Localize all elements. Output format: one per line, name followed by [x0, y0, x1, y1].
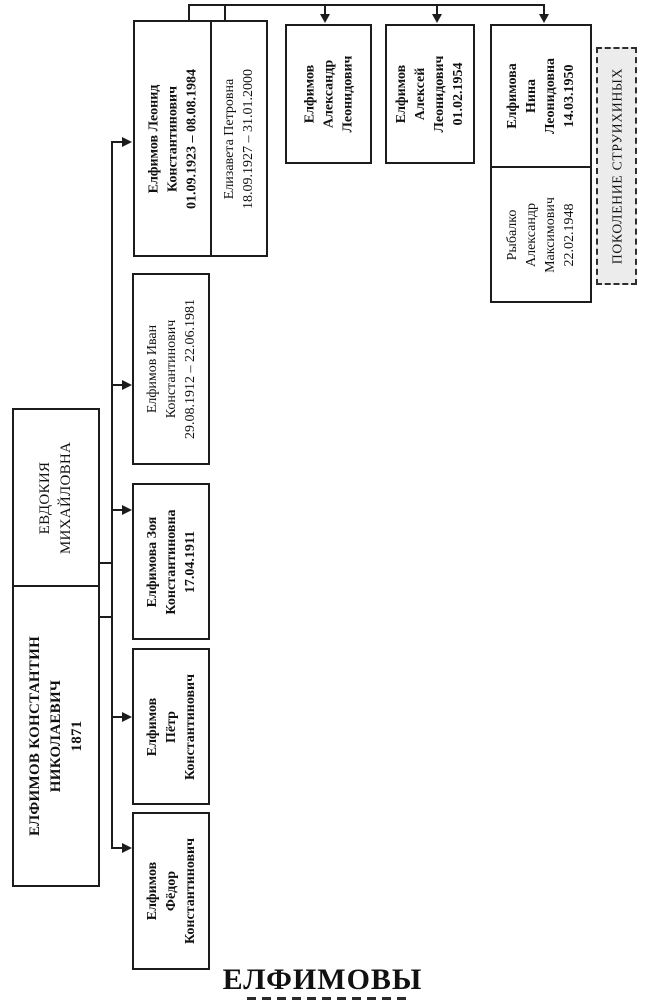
- family-title: ЕЛФИМОВЫ: [222, 963, 423, 996]
- connector-branch-leonid: [111, 141, 123, 143]
- generation-note-label: ПОКОЛЕНИЕ СТРУИХИНЫХ: [608, 67, 624, 265]
- generation-note-box: ПОКОЛЕНИЕ СТРУИХИНЫХ: [596, 47, 637, 285]
- person-name-rybalko: Рыбалко Александр Максимович 22.02.1948: [505, 196, 577, 273]
- person-name-leonid: Елфимов Леонид Константинович 01.09.1923…: [146, 68, 199, 209]
- couple-box-leonid-elizaveta: Елфимов Леонид Константинович 01.09.1923…: [133, 20, 268, 257]
- arrowhead-right-fyodor-icon: [122, 843, 132, 853]
- person-name-nina: Елфимова Нина Леонидовна 14.03.1950: [505, 57, 577, 135]
- person-box-elizaveta: Елизавета Петровна 18.09.1927 – 31.01.20…: [210, 22, 266, 255]
- cut-off-text-sliver: [247, 997, 407, 1000]
- connector-marriage-stub-konstantin: [100, 616, 113, 618]
- person-name-pyotr: Елфимов Пётр Константинович: [144, 673, 198, 780]
- connector-branch-zoya: [111, 509, 123, 511]
- connector-branch-pyotr: [111, 716, 123, 718]
- person-box-konstantin: ЕЛФИМОВ КОНСТАНТИН НИКОЛАЕВИЧ 1871: [12, 585, 100, 887]
- arrowhead-right-leonid-icon: [122, 137, 132, 147]
- connector-drop-alexandr: [324, 4, 326, 15]
- arrowhead-right-pyotr-icon: [122, 712, 132, 722]
- person-box-alexey: Елфимов Алексей Леонидович 01.02.1954: [385, 24, 475, 164]
- person-name-zoya: Елфимова Зоя Константиновна 17.04.1911: [144, 508, 198, 615]
- person-box-ivan: Елфимов Иван Константинович 29.08.1912 –…: [132, 273, 210, 465]
- person-box-zoya: Елфимова Зоя Константиновна 17.04.1911: [132, 483, 210, 640]
- person-box-pyotr: Елфимов Пётр Константинович: [132, 648, 210, 805]
- person-box-leonid: Елфимов Леонид Константинович 01.09.1923…: [135, 22, 210, 255]
- connector-top-stub-elizaveta: [224, 4, 226, 20]
- person-box-fyodor: Елфимов Фёдор Константинович: [132, 812, 210, 970]
- person-name-alexey: Елфимов Алексей Леонидович 01.02.1954: [394, 55, 466, 133]
- person-name-alexandr: Елфимов Александр Леонидович: [302, 55, 355, 133]
- person-name-ivan: Елфимов Иван Константинович 29.08.1912 –…: [144, 299, 198, 439]
- connector-drop-nina: [543, 4, 545, 15]
- person-box-evdokia: ЕВДОКИЯ МИХАЙЛОВНА: [12, 408, 100, 585]
- connector-trunk-vertical: [111, 141, 113, 849]
- person-box-nina: Елфимова Нина Леонидовна 14.03.1950: [492, 26, 590, 166]
- couple-box-nina-rybalko: Елфимова Нина Леонидовна 14.03.1950 Рыба…: [490, 24, 592, 303]
- arrowhead-down-alexey-icon: [432, 14, 442, 23]
- person-box-rybalko: Рыбалко Александр Максимович 22.02.1948: [492, 166, 590, 301]
- person-name-evdokia: ЕВДОКИЯ МИХАЙЛОВНА: [37, 441, 74, 554]
- person-name-elizaveta: Елизавета Петровна 18.09.1927 – 31.01.20…: [222, 68, 256, 209]
- person-name-fyodor: Елфимов Фёдор Константинович: [144, 837, 198, 945]
- arrowhead-down-nina-icon: [539, 14, 549, 23]
- arrowhead-right-ivan-icon: [122, 380, 132, 390]
- connector-top-horizontal: [188, 4, 545, 6]
- connector-top-stub-leonid: [188, 4, 190, 20]
- arrowhead-down-alexandr-icon: [320, 14, 330, 23]
- connector-drop-alexey: [436, 4, 438, 15]
- connector-branch-ivan: [111, 384, 123, 386]
- connector-branch-fyodor: [111, 847, 123, 849]
- connector-marriage-stub-evdokia: [100, 562, 113, 564]
- person-box-alexandr: Елфимов Александр Леонидович: [285, 24, 372, 164]
- person-name-konstantin: ЕЛФИМОВ КОНСТАНТИН НИКОЛАЕВИЧ 1871: [26, 635, 85, 837]
- arrowhead-right-zoya-icon: [122, 505, 132, 515]
